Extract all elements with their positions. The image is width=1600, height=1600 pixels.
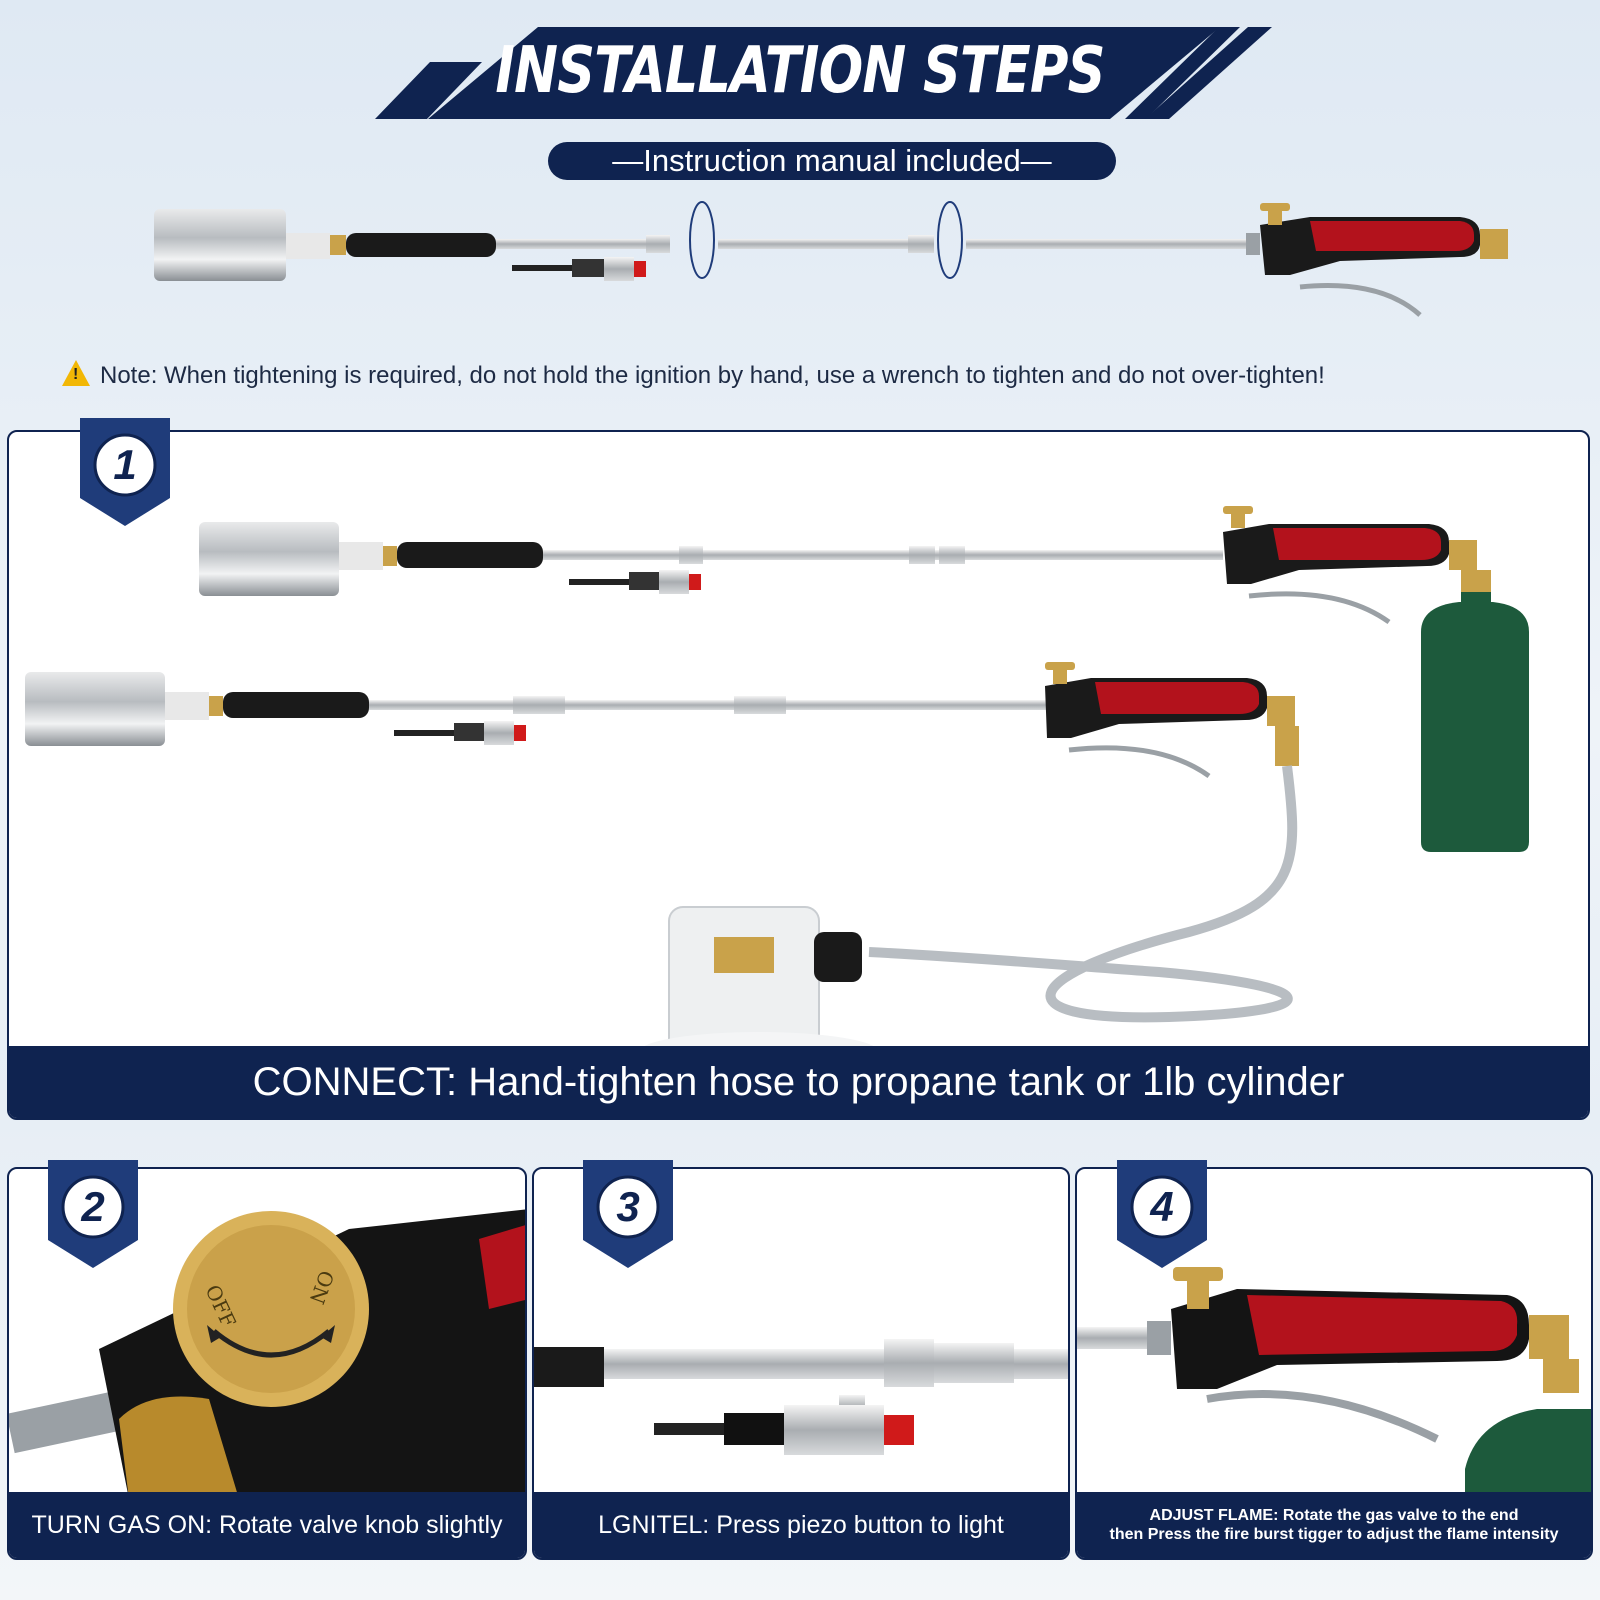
step-3-illustration	[534, 1339, 1068, 1455]
step-3-number: 3	[616, 1183, 640, 1230]
step-2-caption: TURN GAS ON: Rotate valve knob slightly	[9, 1492, 525, 1558]
warning-note: ! Note: When tightening is required, do n…	[62, 358, 1582, 394]
step-4-caption: ADJUST FLAME: Rotate the gas valve to th…	[1077, 1492, 1591, 1558]
step-1-caption: CONNECT: Hand-tighten hose to propane ta…	[9, 1046, 1588, 1118]
step-3-caption: LGNITEL: Press piezo button to light	[534, 1492, 1068, 1558]
warning-note-text: Note: When tightening is required, do no…	[100, 362, 1325, 389]
step-3-badge	[583, 1160, 673, 1268]
step-4-illustration	[1077, 1267, 1591, 1499]
step-4-badge	[1117, 1160, 1207, 1268]
step-2-panel: OFF ON TURN GAS ON: Rotate valve knob sl…	[7, 1167, 527, 1560]
torch-exploded-diagram	[154, 201, 1508, 317]
subtitle-pill: —Instruction manual included—	[548, 142, 1116, 180]
step-1-number: 1	[113, 441, 137, 488]
step-4-panel: ADJUST FLAME: Rotate the gas valve to th…	[1075, 1167, 1593, 1560]
step-1-panel: CONNECT: Hand-tighten hose to propane ta…	[7, 430, 1590, 1120]
step-2-badge	[48, 1160, 138, 1268]
step-4-caption-line-2: then Press the fire burst tigger to adju…	[1109, 1526, 1559, 1543]
step-4-caption-line-1: ADJUST FLAME: Rotate the gas valve to th…	[1149, 1507, 1519, 1524]
step-1-badge	[80, 418, 170, 526]
step-4-number: 4	[1150, 1183, 1174, 1230]
step-2-number: 2	[81, 1183, 105, 1230]
page-title: INSTALLATION STEPS	[495, 34, 1105, 108]
step-1-illustration	[25, 506, 1529, 1052]
header-banner	[375, 27, 1272, 119]
warning-icon: !	[62, 360, 90, 386]
step-2-illustration: OFF ON	[9, 1209, 525, 1499]
